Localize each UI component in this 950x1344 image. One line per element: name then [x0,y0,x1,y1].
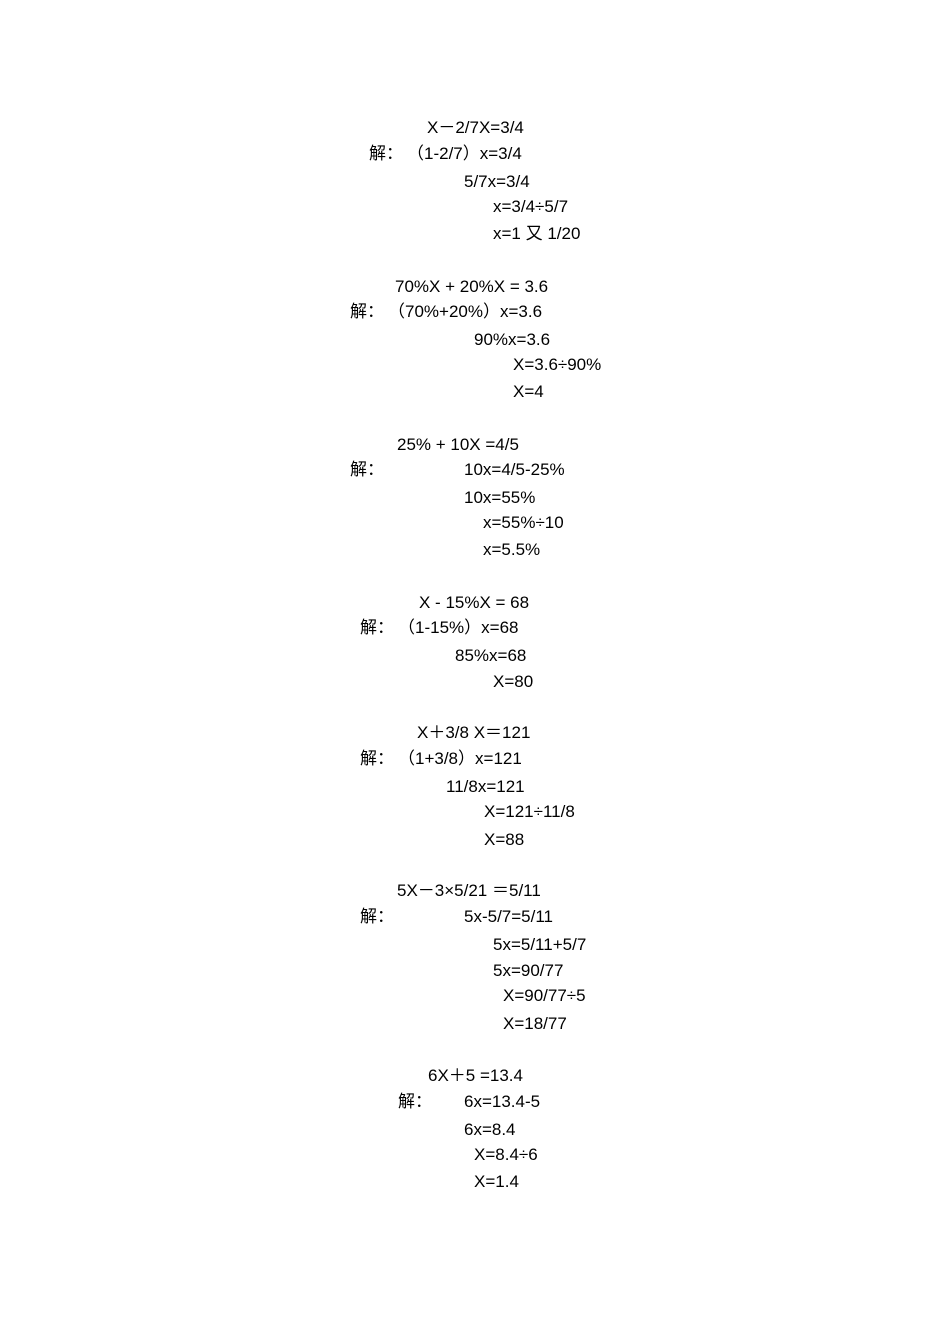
solution-label-4: 解： [360,618,394,638]
step-5-1: （1+3/8）x=121 [398,749,522,768]
step-1-4: x=1 又 1/20 [493,224,581,243]
step-4-1: （1-15%）x=68 [398,618,519,637]
solution-label-5: 解： [360,749,394,769]
step-1-1: （1-2/7）x=3/4 [407,144,522,163]
equation-2: 70%X + 20%X = 3.6 [395,277,549,296]
step-2-4: X=4 [513,382,544,401]
step-6-5: X=18/77 [503,1014,567,1033]
solution-label-6: 解： [360,907,394,927]
solution-label-2: 解： [350,302,384,322]
step-3-3: x=55%÷10 [483,513,564,532]
equation-6: 5X－3×5/21 ＝5/11 [397,881,541,900]
step-7-3: X=8.4÷6 [474,1145,538,1164]
step-3-2: 10x=55% [464,488,536,507]
equation-7: 6X＋5 =13.4 [428,1066,523,1085]
step-4-3: X=80 [493,672,534,691]
step-6-1: 5x-5/7=5/11 [464,907,554,926]
solution-label-3: 解： [350,460,384,480]
equation-5: X＋3/8 X＝121 [417,723,531,742]
step-7-2: 6x=8.4 [464,1120,516,1139]
solution-label-7: 解： [398,1092,432,1112]
equation-1: X－2/7X=3/4 [427,118,524,137]
step-2-3: X=3.6÷90% [513,355,602,374]
step-4-2: 85%x=68 [455,646,527,665]
equation-4: X - 15%X = 68 [419,593,530,612]
step-5-3: X=121÷11/8 [484,802,575,821]
step-2-1: （70%+20%）x=3.6 [388,302,543,321]
solution-label-1: 解： [369,144,403,164]
step-7-1: 6x=13.4-5 [464,1092,541,1111]
step-7-4: X=1.4 [474,1172,519,1191]
step-6-2: 5x=5/11+5/7 [493,935,587,954]
step-1-2: 5/7x=3/4 [464,172,530,191]
equation-3: 25% + 10X =4/5 [397,435,519,454]
step-6-4: X=90/77÷5 [503,986,586,1005]
step-2-2: 90%x=3.6 [474,330,551,349]
step-6-3: 5x=90/77 [493,961,564,980]
step-3-4: x=5.5% [483,540,541,559]
step-5-4: X=88 [484,830,525,849]
step-3-1: 10x=4/5-25% [464,460,565,479]
step-1-3: x=3/4÷5/7 [493,197,569,216]
step-5-2: 11/8x=121 [446,777,525,796]
